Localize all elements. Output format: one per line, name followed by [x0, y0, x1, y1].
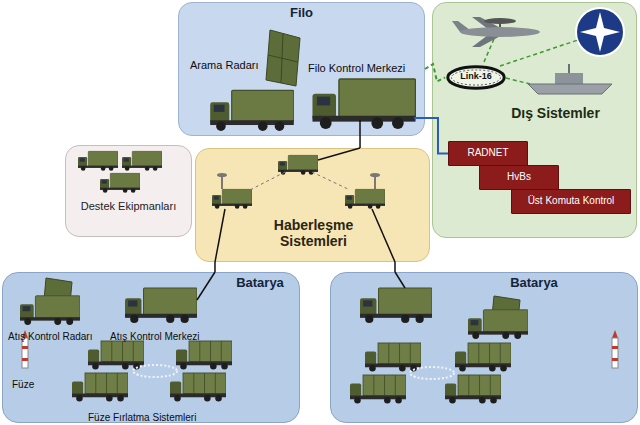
battery-region: Batarya: [2, 272, 300, 423]
part-label-holder: Filo Kontrol Merkezi: [308, 58, 405, 76]
system-box: RADNET: [448, 141, 528, 166]
part-label: Arama Radarı: [190, 59, 258, 71]
node-label: Üst Komuta Kontrol: [528, 192, 615, 210]
system-box: Üst Komuta Kontrol: [511, 189, 631, 214]
part-label: Füze: [12, 379, 34, 390]
link-ring: Link-16: [445, 63, 507, 92]
node-label: Link-16: [460, 64, 492, 88]
node-label: HvBs: [507, 168, 531, 186]
node-label: Batarya: [225, 276, 295, 291]
node-label: Haberleşme Sistemleri: [251, 217, 376, 249]
part-label-holder: Füze: [12, 374, 34, 392]
communication-region: Haberleşme Sistemleri: [195, 148, 430, 262]
part-label: Atış Kontrol Merkezi: [110, 331, 199, 342]
part-label-holder: Atış Kontrol Merkezi: [110, 326, 199, 344]
part-label: Filo Kontrol Merkezi: [308, 62, 405, 74]
node-label: Dış Sistemler: [508, 105, 603, 121]
battery-region: Batarya: [330, 272, 638, 423]
node-label: RADNET: [467, 144, 508, 162]
external-systems-region: Dış Sistemler Link-16RADNET HvBsÜst Komuta…: [432, 2, 637, 238]
node-label: Destek Ekipmanları: [66, 200, 191, 213]
connector: [359, 136, 361, 148]
support-region: Destek Ekipmanları: [65, 145, 192, 237]
connector: [214, 262, 216, 272]
part-label-holder: Füze Fırlatma Sistemleri: [88, 407, 196, 425]
part-label: Atış Kontrol Radarı: [8, 331, 92, 342]
node-label: Filo: [179, 6, 424, 21]
connector: [394, 262, 396, 272]
part-label: Füze Fırlatma Sistemleri: [88, 412, 196, 423]
node-label: Batarya: [499, 276, 569, 291]
part-label-holder: Arama Radarı: [190, 55, 258, 73]
system-box: HvBs: [479, 165, 559, 190]
part-label-holder: Atış Kontrol Radarı: [8, 326, 92, 344]
